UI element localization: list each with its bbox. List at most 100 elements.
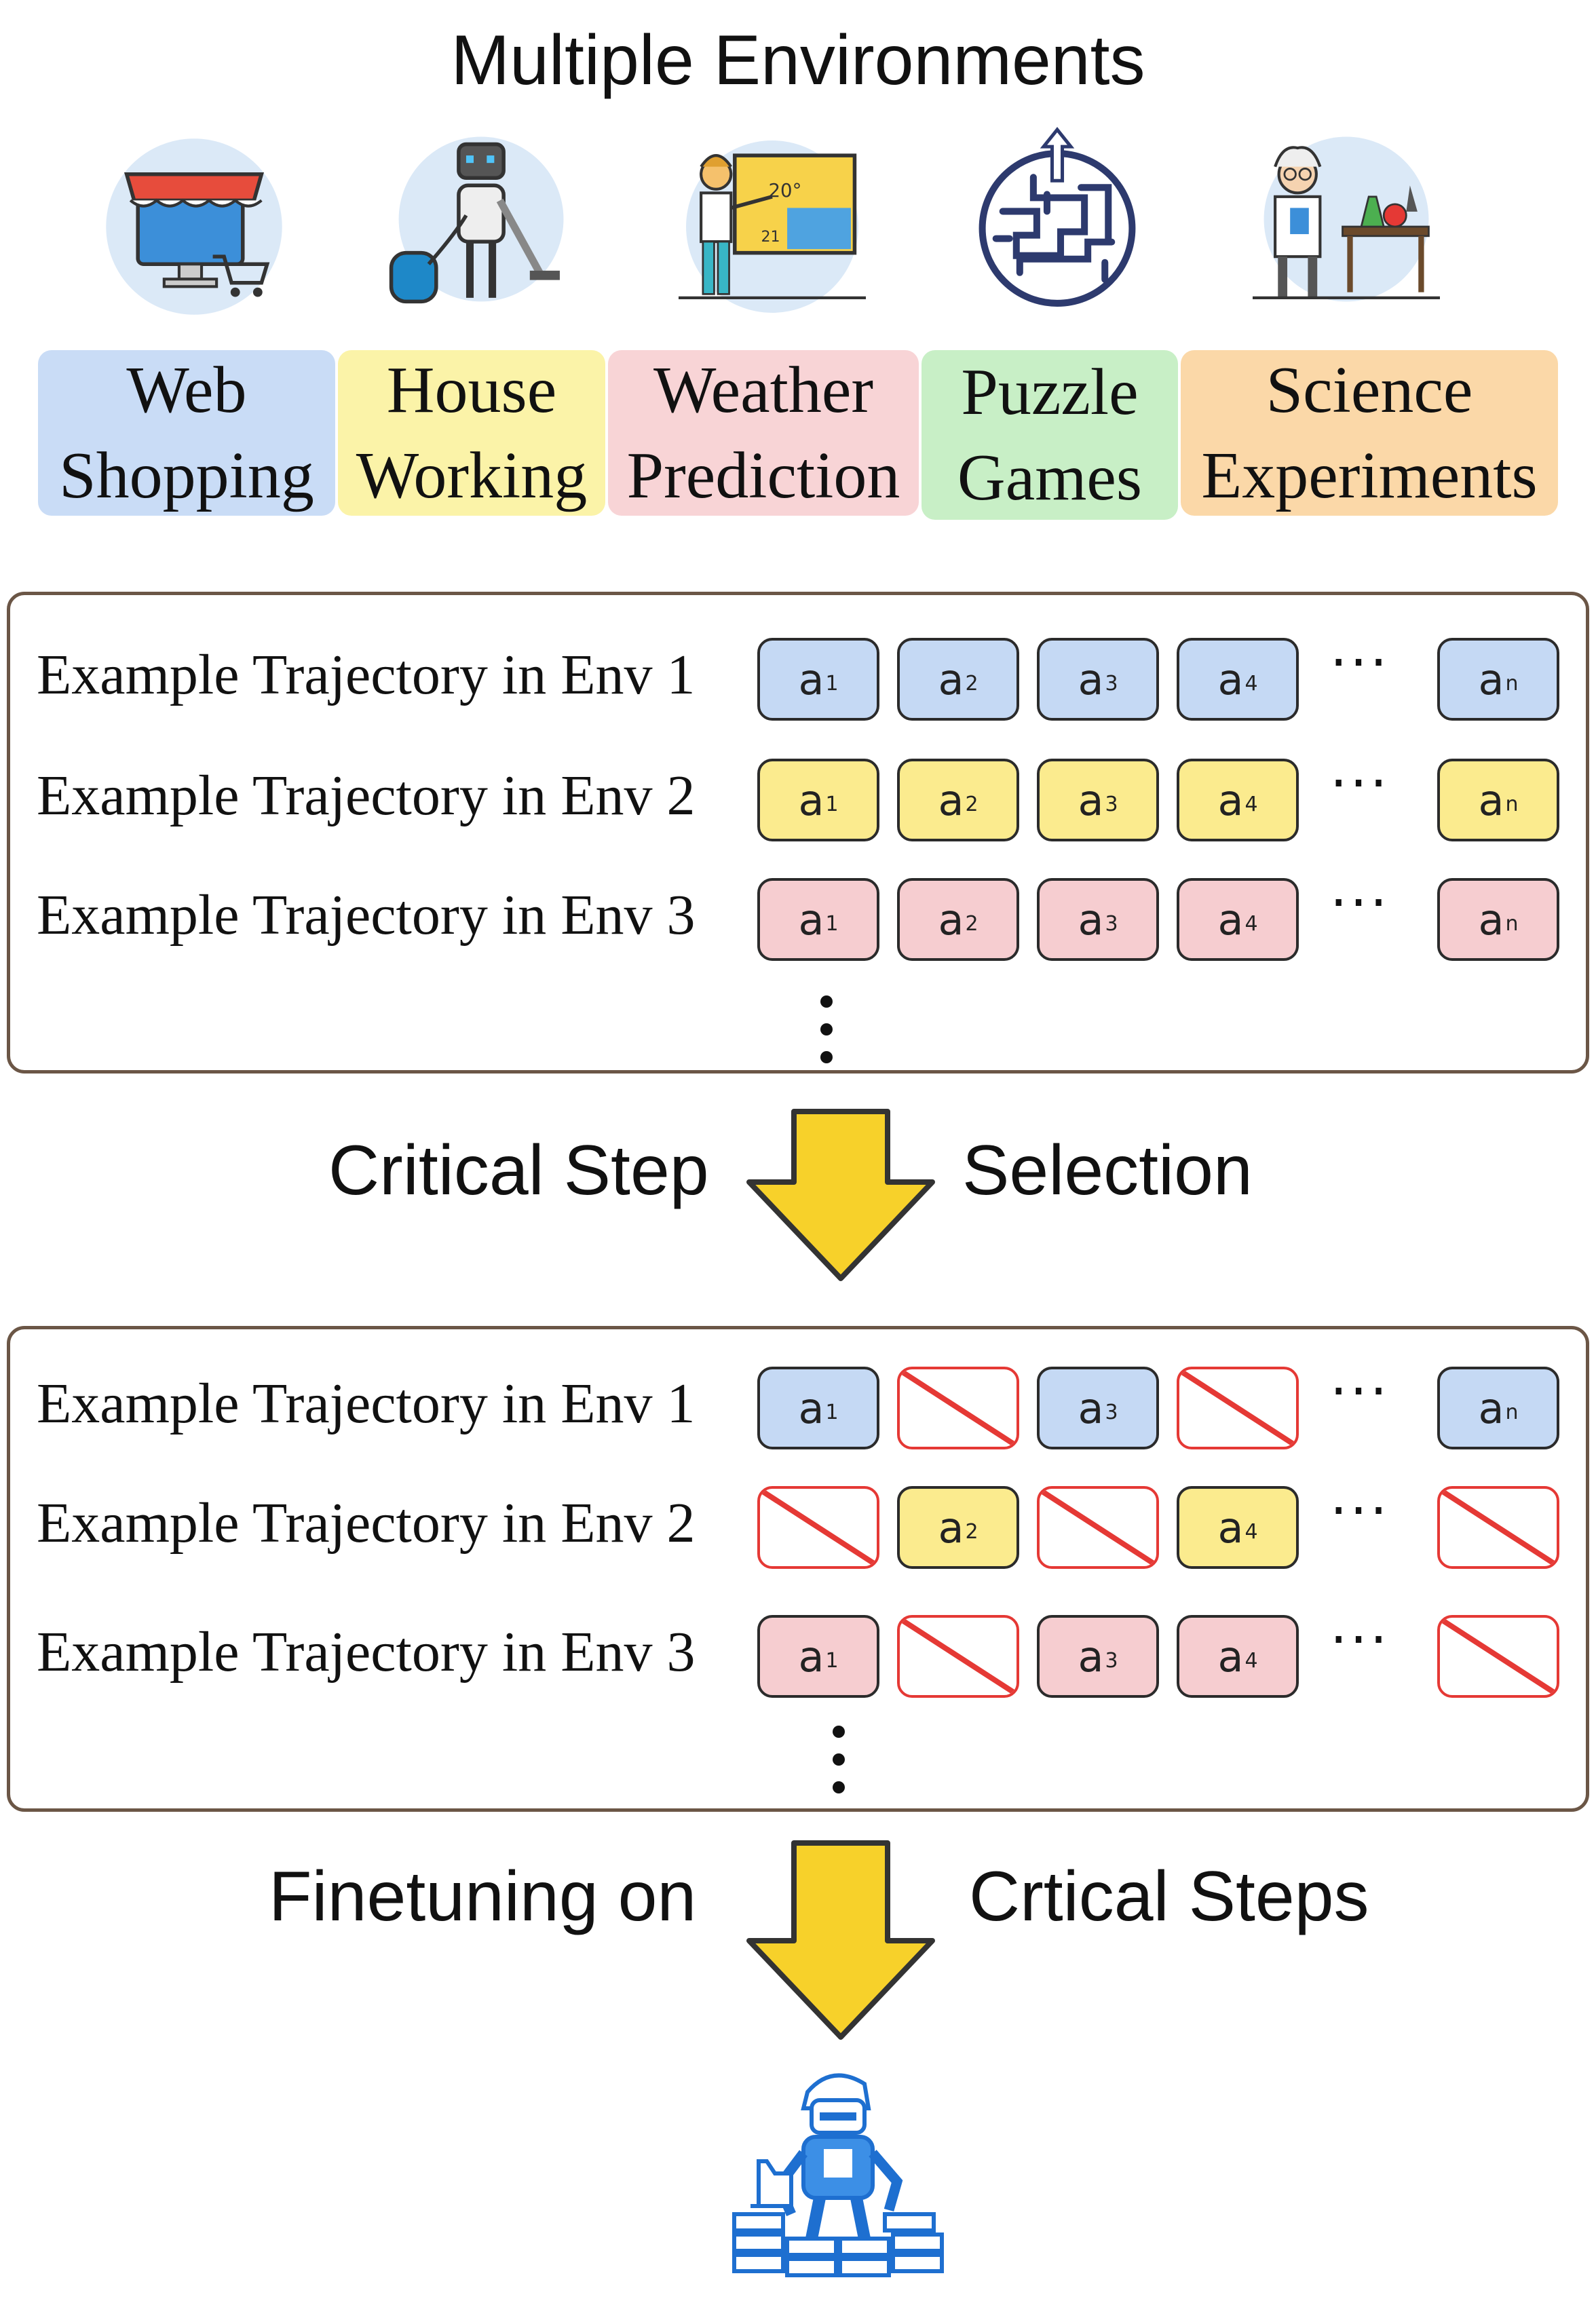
step-index: 1 [825,1648,839,1673]
removed-step [1437,1615,1559,1698]
step-index: 3 [1105,1648,1118,1673]
removed-step [1037,1486,1159,1569]
step-index: 1 [825,671,839,696]
removed-step [1437,1486,1559,1569]
env-label-weather-prediction: Weather Prediction [608,350,919,516]
down-arrow-icon [746,1109,935,1281]
step-letter: a [798,894,824,945]
step-index: 4 [1244,671,1258,696]
step-letter: a [1217,775,1244,825]
step-letter: a [1478,1383,1504,1433]
step-index: 1 [825,911,839,936]
step-letter: a [1078,1383,1104,1433]
removed-step [1177,1367,1299,1449]
step-letter: a [1078,654,1104,704]
horizontal-ellipsis: ··· [1330,631,1390,694]
step-letter: a [1217,1631,1244,1682]
trajectory-panel-all [7,592,1589,1074]
step-letter: a [1078,1631,1104,1682]
cross-out-line [1040,1489,1156,1566]
step-index: n [1505,911,1519,936]
removed-step [757,1486,879,1569]
step-index: 3 [1105,792,1118,816]
step-letter: a [938,654,964,704]
step-index: 2 [965,671,978,696]
row-label: Example Trajectory in Env 2 [37,764,696,827]
step-letter: a [938,1502,964,1553]
step-index: 3 [1105,671,1118,696]
env-label-puzzle-games: Puzzle Games [922,350,1178,520]
cross-out-line [1180,1369,1295,1447]
step-index: 2 [965,911,978,936]
env-label-house-working: House Working [338,350,605,516]
vertical-ellipsis [820,995,833,1063]
step-letter: a [1078,894,1104,945]
step-index: n [1505,1400,1519,1424]
step-index: 3 [1105,911,1118,936]
cross-out-line [1441,1618,1556,1695]
step-letter: a [798,654,824,704]
step-letter: a [1217,654,1244,704]
web-shopping-icon [106,138,282,315]
step-letter: a [798,1631,824,1682]
page-title: Multiple Environments [451,21,1145,100]
down-arrow-icon [746,1840,935,2040]
step-index: 2 [965,792,978,816]
cross-out-line [900,1618,1016,1695]
svg-text:20°: 20° [768,179,801,202]
step-letter: a [798,1383,824,1433]
removed-step [897,1615,1019,1698]
step-letter: a [1478,775,1504,825]
vertical-ellipsis [833,1726,845,1793]
weather-presenter-icon: 20° 21 [679,140,866,313]
step-letter: a [798,775,824,825]
step-letter: a [938,894,964,945]
scientist-icon [1253,136,1440,302]
cross-out-line [761,1489,876,1566]
step-index: n [1505,792,1519,816]
row-label: Example Trajectory in Env 3 [37,1620,696,1684]
horizontal-ellipsis: ··· [1330,1608,1390,1671]
step-letter: a [1217,1502,1244,1553]
row-label: Example Trajectory in Env 1 [37,643,696,706]
step-letter: a [1478,654,1504,704]
horizontal-ellipsis: ··· [1330,1360,1390,1423]
removed-step [897,1367,1019,1449]
horizontal-ellipsis: ··· [1330,871,1390,934]
maze-icon [978,127,1136,307]
horizontal-ellipsis: ··· [1330,1479,1390,1542]
svg-text:21: 21 [761,229,780,246]
step-index: 3 [1105,1400,1118,1424]
robot-builder-icon [732,2073,944,2277]
row-label: Example Trajectory in Env 2 [37,1492,696,1555]
env-label-web-shopping: Web Shopping [38,350,335,516]
arrow-caption-right: Selection [962,1131,1253,1210]
step-index: 1 [825,792,839,816]
step-index: 4 [1244,1519,1258,1544]
arrow-caption-left-2: Finetuning on [269,1857,697,1936]
env-label-science-experiments: Science Experiments [1181,350,1558,516]
step-index: n [1505,671,1519,696]
step-index: 2 [965,1519,978,1544]
